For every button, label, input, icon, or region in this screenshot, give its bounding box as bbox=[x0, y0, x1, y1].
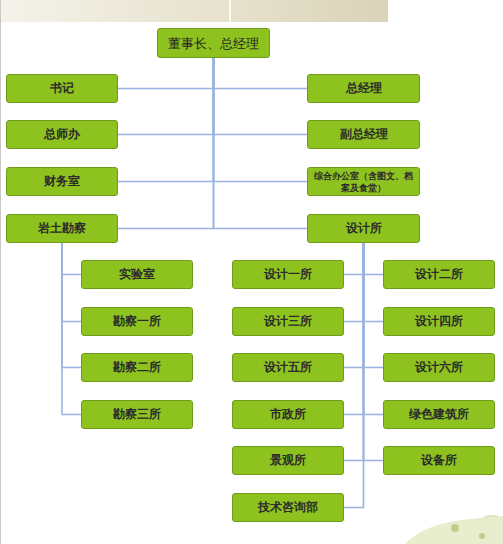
org-unit-box: 设计三所 bbox=[232, 307, 344, 336]
unit-name: 设计四所 bbox=[412, 315, 466, 328]
org-connector bbox=[344, 243, 364, 275]
org-connector bbox=[62, 243, 81, 415]
org-connector bbox=[344, 243, 364, 415]
org-unit-box: 设计五所 bbox=[232, 353, 344, 382]
org-unit-box: 综合办公室（含图文、档案及食堂） bbox=[307, 167, 420, 196]
org-connector bbox=[364, 243, 384, 461]
floral-ornament bbox=[405, 515, 503, 544]
unit-name: 设备所 bbox=[418, 454, 460, 467]
unit-name: 设计五所 bbox=[261, 361, 315, 374]
org-connector bbox=[214, 58, 308, 89]
unit-name: 市政所 bbox=[267, 408, 309, 421]
unit-name: 勘察一所 bbox=[110, 315, 164, 328]
org-unit-box: 市政所 bbox=[232, 400, 344, 429]
org-connector bbox=[214, 58, 308, 182]
org-connector bbox=[118, 58, 214, 182]
org-unit-box: 绿色建筑所 bbox=[383, 400, 495, 429]
org-connector bbox=[344, 243, 364, 508]
org-unit-box: 景观所 bbox=[232, 446, 344, 475]
unit-name: 实验室 bbox=[116, 268, 158, 281]
unit-name: 财务室 bbox=[41, 175, 83, 188]
org-connector bbox=[344, 243, 364, 461]
org-connector bbox=[364, 243, 384, 415]
unit-name: 设计六所 bbox=[412, 361, 466, 374]
org-unit-box: 设计一所 bbox=[232, 260, 344, 289]
org-connector bbox=[118, 58, 214, 89]
unit-name: 绿色建筑所 bbox=[406, 408, 472, 421]
unit-name: 综合办公室（含图文、档案及食堂） bbox=[308, 170, 419, 194]
org-connector bbox=[118, 58, 214, 229]
unit-name: 设计三所 bbox=[261, 315, 315, 328]
unit-name: 董事长、总经理 bbox=[165, 36, 262, 51]
org-connector bbox=[364, 243, 384, 368]
org-unit-box: 书记 bbox=[6, 74, 118, 103]
unit-name: 勘察二所 bbox=[110, 361, 164, 374]
org-unit-box: 设备所 bbox=[383, 446, 495, 475]
org-unit-box: 设计所 bbox=[307, 214, 420, 243]
unit-name: 设计所 bbox=[343, 222, 385, 235]
unit-name: 岩土勘察 bbox=[35, 222, 89, 235]
band-divider bbox=[229, 0, 231, 22]
unit-name: 书记 bbox=[47, 82, 77, 95]
org-unit-box: 财务室 bbox=[6, 167, 118, 196]
org-unit-box: 设计二所 bbox=[383, 260, 495, 289]
page-border bbox=[0, 0, 1, 544]
org-connector bbox=[364, 243, 384, 322]
org-unit-box: 实验室 bbox=[81, 260, 193, 289]
org-connector bbox=[62, 243, 81, 322]
org-unit-box: 副总经理 bbox=[307, 120, 420, 149]
org-unit-box: 董事长、总经理 bbox=[157, 28, 270, 58]
org-unit-box: 总师办 bbox=[6, 120, 118, 149]
unit-name: 副总经理 bbox=[337, 128, 391, 141]
unit-name: 设计二所 bbox=[412, 268, 466, 281]
org-connector bbox=[344, 243, 364, 368]
org-connector bbox=[344, 243, 364, 322]
org-connector bbox=[214, 58, 308, 229]
unit-name: 总经理 bbox=[343, 82, 385, 95]
org-unit-box: 设计四所 bbox=[383, 307, 495, 336]
header-band bbox=[0, 0, 388, 22]
unit-name: 技术咨询部 bbox=[255, 501, 321, 514]
org-connector bbox=[62, 243, 81, 368]
org-unit-box: 设计六所 bbox=[383, 353, 495, 382]
org-connector bbox=[364, 243, 384, 275]
org-unit-box: 岩土勘察 bbox=[6, 214, 118, 243]
org-unit-box: 勘察一所 bbox=[81, 307, 193, 336]
org-connector bbox=[62, 243, 81, 275]
org-connector bbox=[118, 58, 214, 135]
org-unit-box: 技术咨询部 bbox=[232, 493, 344, 522]
unit-name: 勘察三所 bbox=[110, 408, 164, 421]
org-unit-box: 勘察二所 bbox=[81, 353, 193, 382]
org-unit-box: 勘察三所 bbox=[81, 400, 193, 429]
org-connector bbox=[214, 58, 308, 135]
unit-name: 景观所 bbox=[267, 454, 309, 467]
unit-name: 总师办 bbox=[41, 128, 83, 141]
unit-name: 设计一所 bbox=[261, 268, 315, 281]
org-unit-box: 总经理 bbox=[307, 74, 420, 103]
